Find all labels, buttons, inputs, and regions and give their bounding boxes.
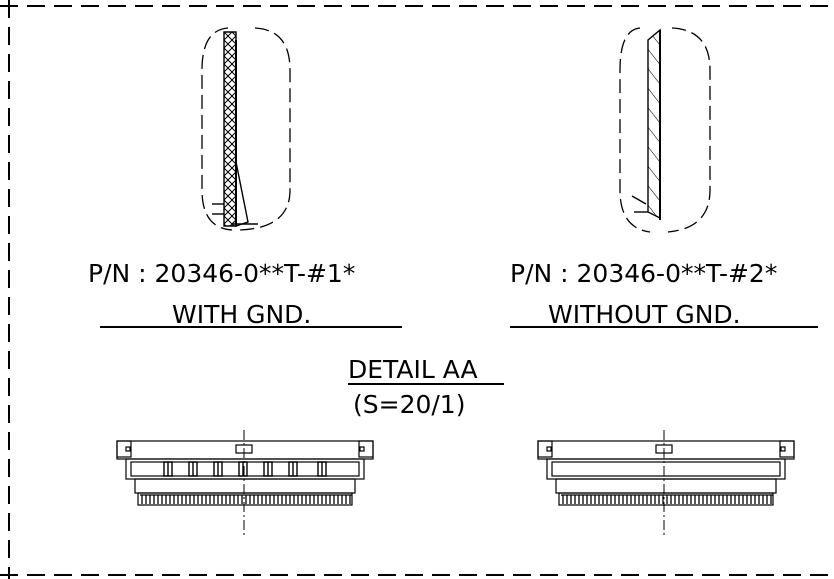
ground-layer-crosshatch bbox=[223, 31, 237, 227]
right-description-underline bbox=[510, 326, 818, 328]
left-description-underline bbox=[100, 326, 402, 328]
ground-contacts bbox=[163, 461, 327, 477]
detail-scale: (S=20/1) bbox=[353, 390, 466, 419]
right-description: WITHOUT GND. bbox=[548, 300, 741, 329]
detail-title-underline bbox=[348, 383, 504, 385]
pin-row bbox=[140, 494, 352, 504]
left-part-number: P/N : 20346-0**T-#1* bbox=[88, 259, 356, 288]
detail-view-with-gnd bbox=[201, 27, 291, 231]
connector-front-view-with-gnd bbox=[116, 430, 374, 538]
detail-view-without-gnd bbox=[619, 27, 711, 233]
body-diagonal-hatch bbox=[647, 28, 661, 220]
left-description: WITH GND. bbox=[172, 300, 312, 329]
right-part-number: P/N : 20346-0**T-#2* bbox=[510, 259, 778, 288]
connector-front-view-without-gnd bbox=[537, 430, 795, 538]
pin-row bbox=[561, 494, 773, 504]
detail-title: DETAIL AA bbox=[348, 355, 478, 384]
detail-boundary-right bbox=[619, 27, 651, 233]
